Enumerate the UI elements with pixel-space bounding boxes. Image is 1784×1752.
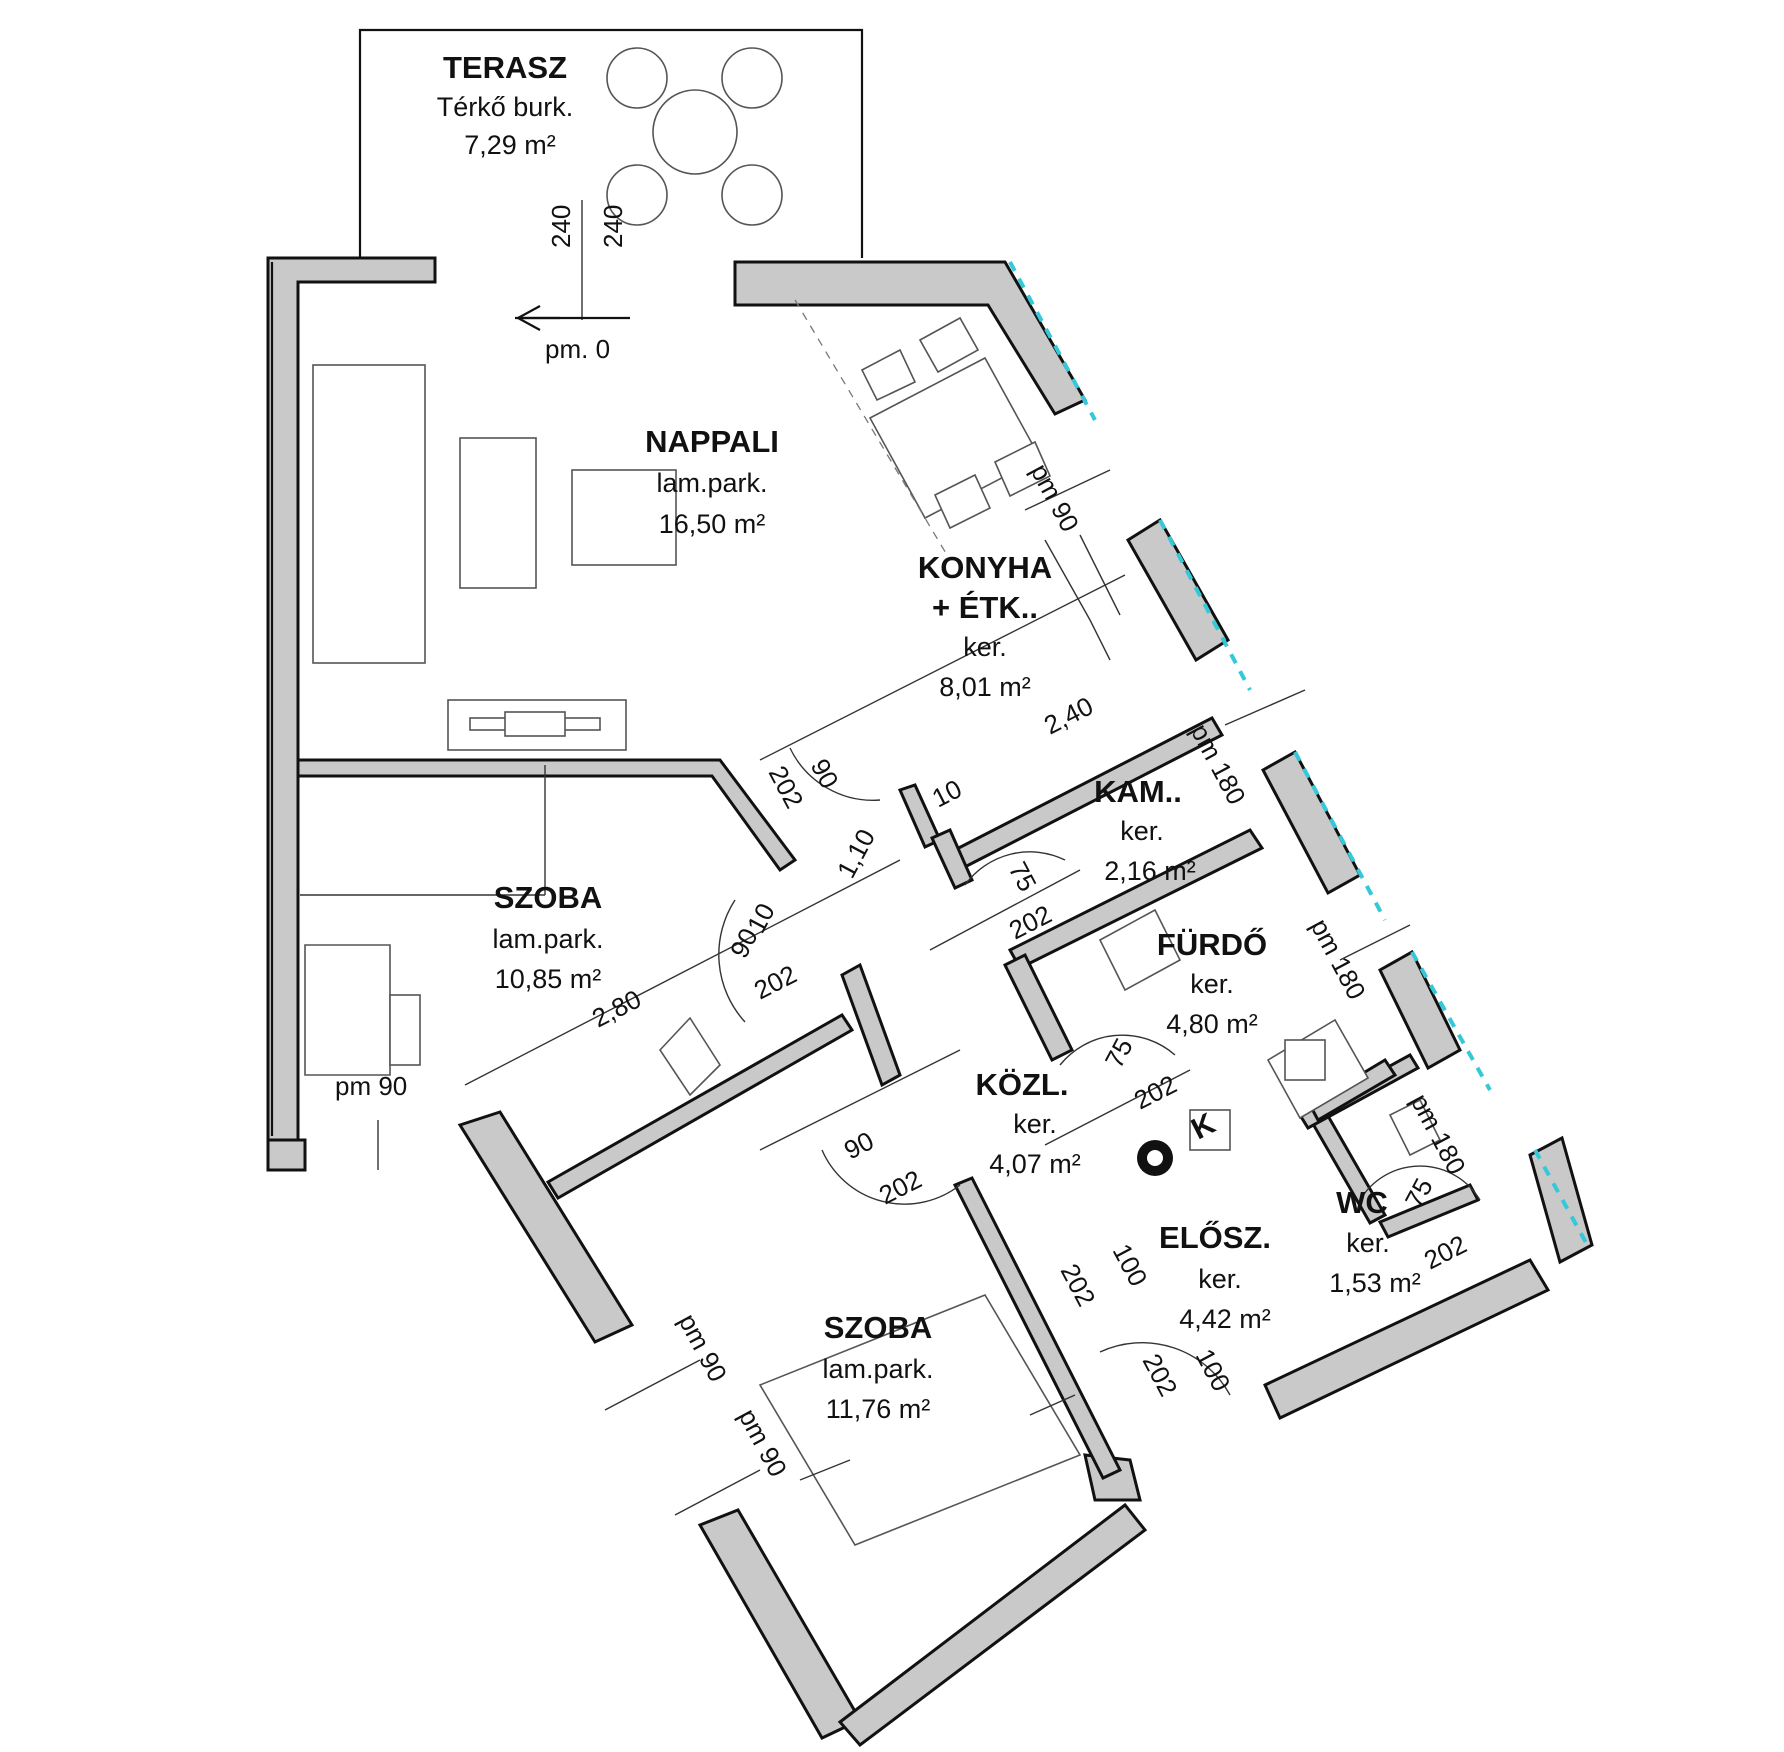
dim-label: 202 xyxy=(1055,1259,1102,1311)
dim-label: pm. 0 xyxy=(545,334,610,364)
dim-label: pm 180 xyxy=(1305,914,1372,1005)
room-area: 11,76 m² xyxy=(826,1394,931,1424)
interior-walls xyxy=(296,716,1481,1480)
dim-label: 202 xyxy=(1419,1229,1471,1275)
room-name: ELŐSZ. xyxy=(1159,1219,1271,1255)
room-area: 7,29 m² xyxy=(464,130,556,160)
arrow-icon xyxy=(515,305,580,331)
room-nappali: NAPPALI lam.park. 16,50 m² xyxy=(645,424,779,539)
room-name: SZOBA xyxy=(824,1310,933,1345)
room-floor: lam.park. xyxy=(656,468,767,498)
room-szoba-2: SZOBA lam.park. 11,76 m² xyxy=(822,1310,933,1424)
dim-label: 202 xyxy=(749,959,801,1005)
room-elosz: ELŐSZ. ker. 4,42 m² xyxy=(1159,1219,1271,1334)
room-name: TERASZ xyxy=(443,50,567,85)
room-area: 10,85 m² xyxy=(495,964,602,994)
room-area: 16,50 m² xyxy=(659,509,766,539)
room-name: KAM.. xyxy=(1094,774,1182,809)
room-kozl: KÖZL. ker. 4,07 m² xyxy=(976,1067,1081,1179)
dim-label: 90 xyxy=(805,754,845,794)
dim-label: 202 xyxy=(1129,1069,1181,1115)
room-name: KONYHA xyxy=(918,550,1052,585)
dim-label: 100 xyxy=(1190,1344,1237,1396)
dim-label: pm 90 xyxy=(673,1309,733,1387)
room-area: 4,07 m² xyxy=(989,1149,1081,1179)
room-name: SZOBA xyxy=(494,880,603,915)
room-area: 4,80 m² xyxy=(1166,1009,1258,1039)
terrace xyxy=(358,28,864,258)
room-kam: KAM.. ker. 2,16 m² xyxy=(1094,774,1196,886)
room-name: NAPPALI xyxy=(645,424,779,459)
room-konyha: KONYHA + ÉTK.. ker. 8,01 m² xyxy=(918,550,1052,702)
dim-label: pm 180 xyxy=(1185,719,1252,810)
dim-label: 2,40 xyxy=(1039,691,1098,741)
room-floor: ker. xyxy=(1190,969,1234,999)
dim-label: pm 90 xyxy=(1025,459,1085,537)
dim-label: 10 xyxy=(927,773,966,813)
room-floor: ker. xyxy=(1013,1109,1057,1139)
glazing xyxy=(1008,261,1592,1251)
dim-label: 90 xyxy=(839,1125,878,1165)
room-terasz: TERASZ Térkő burk. 7,29 m² xyxy=(437,50,574,160)
dim-label: 240 xyxy=(546,205,576,248)
room-floor: lam.park. xyxy=(822,1354,933,1384)
room-name: FÜRDŐ xyxy=(1157,926,1267,962)
room-floor: ker. xyxy=(963,632,1007,662)
room-name: WC xyxy=(1336,1185,1388,1220)
dim-label: 75 xyxy=(1003,857,1043,897)
dim-label: 75 xyxy=(1099,1033,1139,1073)
room-floor: Térkő burk. xyxy=(437,92,574,122)
dim-label: 100 xyxy=(1107,1239,1154,1291)
door-arcs xyxy=(718,747,1481,1396)
room-area: 4,42 m² xyxy=(1179,1304,1271,1334)
room-area: 1,53 m² xyxy=(1329,1268,1421,1298)
room-wc: WC ker. 1,53 m² xyxy=(1329,1185,1421,1298)
room-floor: ker. xyxy=(1198,1264,1242,1294)
room-furdo: FÜRDŐ ker. 4,80 m² xyxy=(1157,926,1267,1039)
room-area: 2,16 m² xyxy=(1104,856,1196,886)
dim-label: 240 xyxy=(598,205,628,248)
room-area: 8,01 m² xyxy=(939,672,1031,702)
dim-label: 202 xyxy=(1137,1349,1184,1401)
outer-walls xyxy=(266,256,1594,1748)
room-name-2: + ÉTK.. xyxy=(932,590,1038,625)
furniture xyxy=(304,316,1442,1546)
room-szoba-1: SZOBA lam.park. 10,85 m² xyxy=(492,880,603,994)
room-name: KÖZL. xyxy=(976,1067,1069,1102)
room-floor: ker. xyxy=(1120,816,1164,846)
room-floor: ker. xyxy=(1346,1228,1390,1258)
dim-label: pm 90 xyxy=(335,1071,407,1101)
room-floor: lam.park. xyxy=(492,924,603,954)
